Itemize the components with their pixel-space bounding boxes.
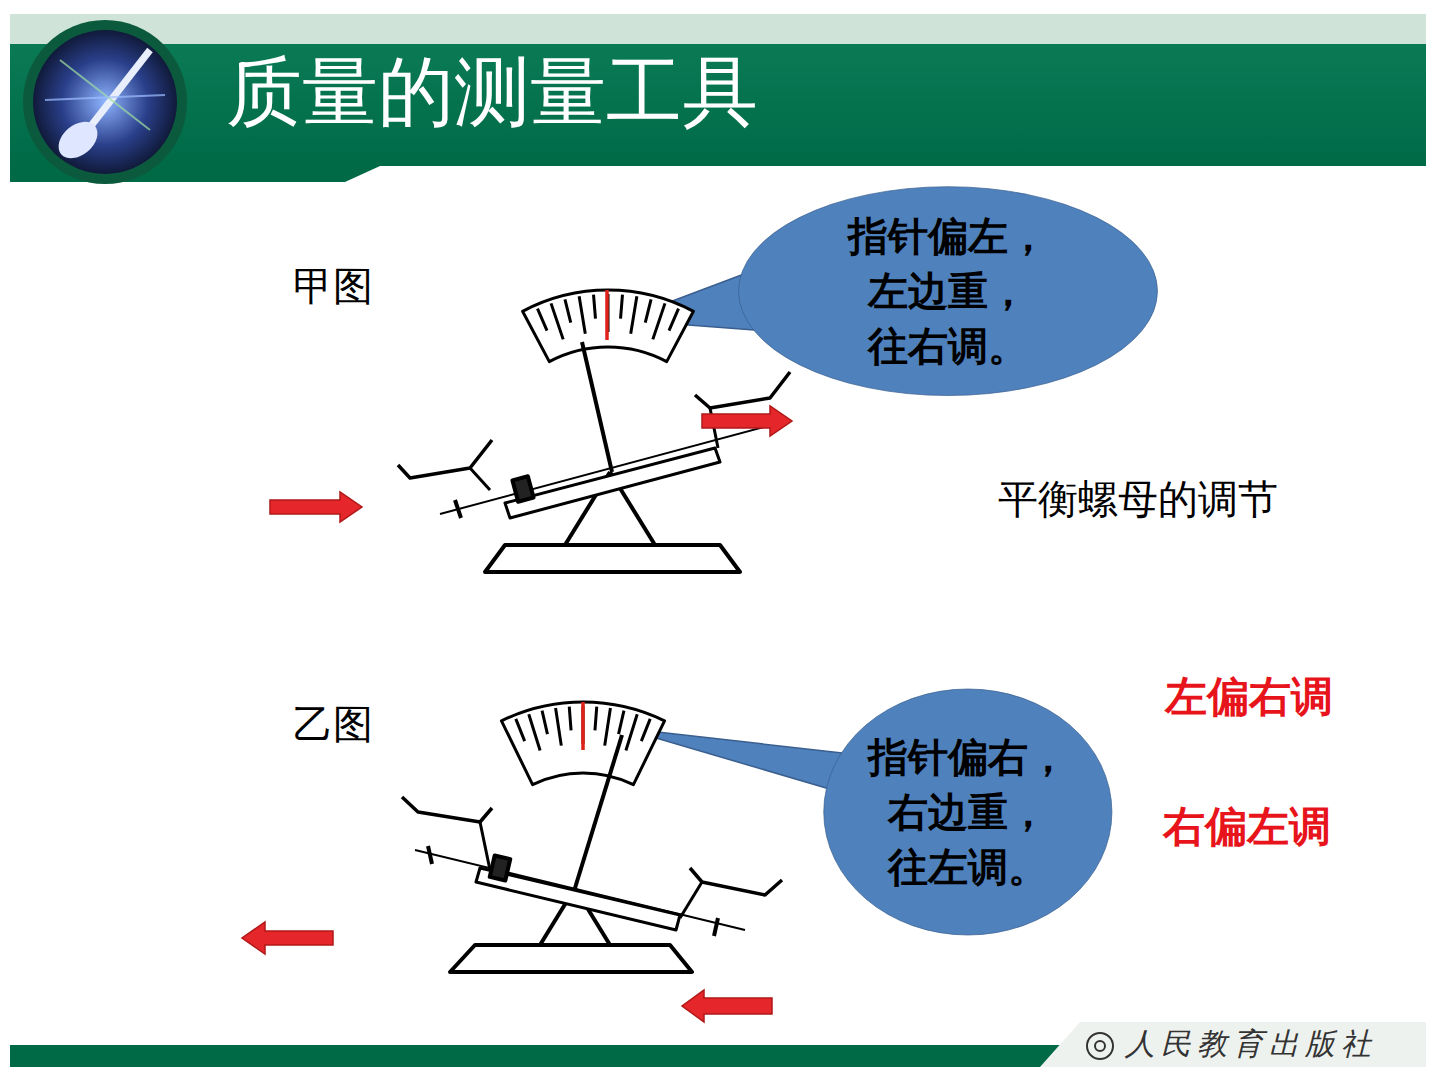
publisher-watermark: 人民教育出版社 <box>1125 1026 1377 1062</box>
figure-label: 甲图 <box>293 262 373 310</box>
figure-label: 乙图 <box>293 700 373 748</box>
publisher-logo-core <box>1095 1041 1105 1051</box>
direction-arrow <box>270 492 362 522</box>
pointer-mark <box>605 290 609 340</box>
balance-yi <box>402 702 782 972</box>
callout-bubble: 指针偏右， 右边重， 往左调。 <box>822 687 1114 937</box>
icon-disc <box>33 30 177 174</box>
section-note: 平衡螺母的调节 <box>998 475 1278 523</box>
callout-bubble: 指针偏左， 左边重， 往右调。 <box>736 185 1160 397</box>
callout-text: 指针偏右， 右边重， 往左调。 <box>863 729 1073 895</box>
direction-arrow <box>242 922 333 954</box>
header-band <box>10 44 1426 166</box>
header-stripe <box>10 14 1426 46</box>
rule-text: 右偏左调 <box>1163 802 1331 852</box>
direction-arrow <box>702 406 792 436</box>
callout-text-box: 指针偏右， 右边重， 往左调。 <box>863 729 1073 895</box>
guitar-icon <box>45 50 165 166</box>
icon-ring <box>23 20 187 184</box>
publisher-logo <box>1087 1033 1113 1059</box>
rule-text: 左偏右调 <box>1165 672 1333 722</box>
balance-jia <box>398 290 790 572</box>
callout-text: 指针偏左， 左边重， 往右调。 <box>843 208 1053 374</box>
direction-arrow <box>682 990 772 1022</box>
pointer-mark <box>581 702 585 750</box>
footer-plate <box>1040 1022 1426 1067</box>
slide-title: 质量的测量工具 <box>226 46 758 137</box>
callout-text-box: 指针偏左， 左边重， 往右调。 <box>843 208 1053 374</box>
